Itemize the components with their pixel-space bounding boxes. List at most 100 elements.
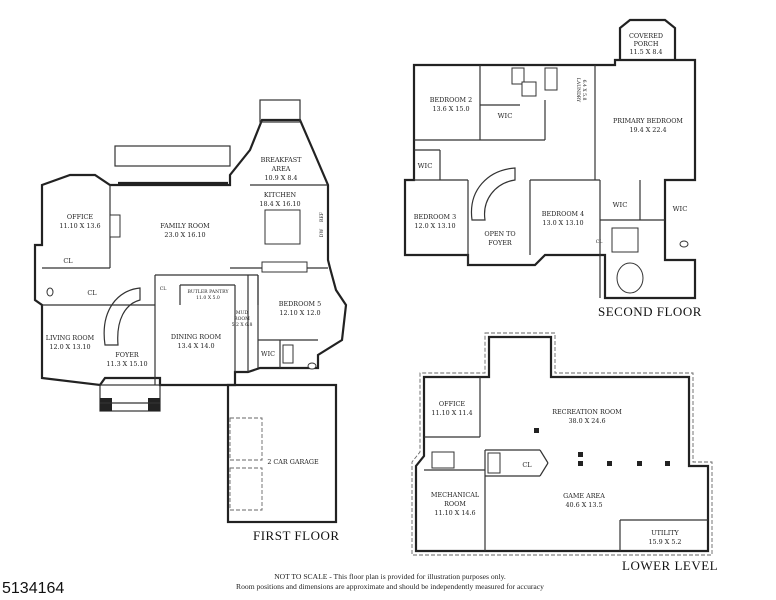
kitchen-island	[264, 209, 301, 245]
lower-office-label: OFFICE	[439, 400, 466, 408]
wic-label-primary-2: WIC	[673, 205, 688, 213]
covered-porch	[618, 18, 677, 60]
breakfast-dims: 10.9 X 8.4	[264, 174, 297, 182]
family-room-label: FAMILY ROOM	[160, 222, 210, 230]
powder-room-toilet	[46, 287, 54, 297]
column-4	[607, 461, 612, 466]
foyer-label: FOYER	[115, 351, 139, 359]
closet-label-pantry: CL	[160, 286, 167, 292]
wic-label-bedroom2: WIC	[498, 112, 513, 120]
primary-shower	[611, 227, 639, 253]
bedroom5-toilet	[307, 362, 317, 370]
wic-label: WIC	[261, 350, 275, 358]
kitchen-label: KITCHEN	[264, 191, 297, 199]
mud-room-label-2: ROOM	[234, 316, 250, 322]
porch-step-left	[100, 398, 112, 411]
bedroom4-dims: 13.0 X 13.10	[542, 219, 583, 227]
lower-level-outline	[414, 335, 710, 553]
closet-label-second: CL	[596, 239, 603, 245]
listing-id: 5134164	[2, 580, 65, 597]
bedroom2-label: BEDROOM 2	[430, 96, 472, 104]
living-room-label: LIVING ROOM	[46, 334, 95, 342]
primary-bedroom-label: PRIMARY BEDROOM	[613, 117, 683, 125]
recreation-room-dims: 38.0 X 24.6	[568, 417, 605, 425]
mechanical-room-dims: 11.10 X 14.6	[434, 509, 475, 517]
disclaimer-line-1: NOT TO SCALE - This floor plan is provid…	[274, 572, 506, 581]
lower-level-title: LOWER LEVEL	[622, 558, 719, 573]
column-6	[665, 461, 670, 466]
porch-dims: 11.5 X 8.4	[629, 48, 662, 56]
bath-vanity-1	[511, 67, 525, 85]
mechanical-room-label-2: ROOM	[444, 500, 466, 508]
lower-stair	[487, 452, 501, 474]
mechanical-room-label: MECHANICAL	[431, 491, 480, 499]
first-floor-outline	[33, 118, 348, 387]
disclaimer-line-2: Room positions and dimensions are approx…	[236, 582, 544, 591]
lower-level-interior	[424, 377, 708, 551]
mud-room-dims: 5.2 X 6.8	[232, 322, 253, 328]
breakfast-label-2: AREA	[271, 165, 291, 173]
dw-label: DW	[319, 229, 325, 238]
open-to-foyer-label: OPEN TO	[484, 230, 515, 238]
laundry-dims: 6.4 X 5.8	[581, 80, 587, 101]
primary-tub	[616, 262, 644, 294]
mud-room-label: MUD	[236, 310, 249, 316]
open-to-foyer-label-2: FOYER	[488, 239, 512, 247]
second-floor-stair	[470, 167, 516, 221]
bedroom5-label: BEDROOM 5	[279, 300, 321, 308]
ref-label: REF	[319, 212, 325, 222]
foyer-dims: 11.3 X 15.10	[106, 360, 147, 368]
bedroom3-dims: 12.0 X 13.10	[414, 222, 455, 230]
bedroom5-dims: 12.10 X 12.0	[279, 309, 320, 317]
butler-pantry-label: BUTLER PANTRY	[187, 289, 229, 295]
utility-dims: 15.9 X 5.2	[648, 538, 681, 546]
porch-label: COVERED	[629, 32, 663, 40]
breakfast-label: BREAKFAST	[261, 156, 302, 164]
bedroom4-label: BEDROOM 4	[542, 210, 584, 218]
game-area-label: GAME AREA	[563, 492, 605, 500]
utility-label: UTILITY	[651, 529, 679, 537]
bedroom2-dims: 13.6 X 15.0	[432, 105, 469, 113]
fireplace	[109, 214, 121, 238]
lower-closet-label: CL	[522, 461, 532, 469]
lower-office-dims: 11.10 X 11.4	[431, 409, 472, 417]
closet-label-hall: CL	[87, 289, 97, 297]
closet-label-office: CL	[63, 257, 73, 265]
second-floor-interior	[414, 65, 665, 298]
second-floor-plan: COVERED PORCH 11.5 X 8.4 BEDROOM 2 13.6 …	[403, 18, 697, 300]
column-1	[534, 428, 539, 433]
family-room-dims: 23.0 X 16.10	[164, 231, 205, 239]
porch-step-right	[148, 398, 160, 411]
bath-shower-1	[521, 81, 537, 97]
lower-level-plan: OFFICE 11.10 X 11.4 RECREATION ROOM 38.0…	[411, 332, 713, 556]
column-5	[637, 461, 642, 466]
porch-label-2: PORCH	[634, 40, 659, 48]
bedroom5-bath-tub	[282, 344, 294, 364]
second-floor-outline	[403, 58, 697, 300]
second-floor-title: SECOND FLOOR	[598, 304, 702, 319]
game-area-dims: 40.6 X 13.5	[565, 501, 602, 509]
kitchen-dims: 18.4 X 16.10	[259, 200, 300, 208]
garage-door-1	[229, 417, 263, 461]
kitchen-counter	[261, 261, 308, 273]
laundry-label: LAUNDRY	[575, 78, 581, 103]
office-label: OFFICE	[67, 213, 94, 221]
garage-door-2	[229, 467, 263, 511]
column-2	[578, 452, 583, 457]
interior-walls	[42, 184, 328, 385]
first-floor-plan: OFFICE 11.10 X 13.6 FAMILY ROOM 23.0 X 1…	[33, 99, 348, 524]
curved-staircase	[103, 287, 141, 346]
lower-level-outline-outer	[411, 332, 713, 556]
butler-pantry-dims: 11.0 X 5.0	[196, 295, 220, 301]
primary-bedroom-dims: 19.4 X 22.4	[629, 126, 666, 134]
garage-label: 2 CAR GARAGE	[267, 458, 319, 466]
family-room-bay	[114, 145, 231, 167]
lower-mechanical-unit	[431, 451, 455, 469]
office-dims: 11.10 X 13.6	[59, 222, 100, 230]
chimney	[259, 99, 301, 123]
bedroom3-label: BEDROOM 3	[414, 213, 456, 221]
bath-tub-2	[544, 67, 558, 91]
column-3	[578, 461, 583, 466]
wic-label-primary-1: WIC	[613, 201, 628, 209]
